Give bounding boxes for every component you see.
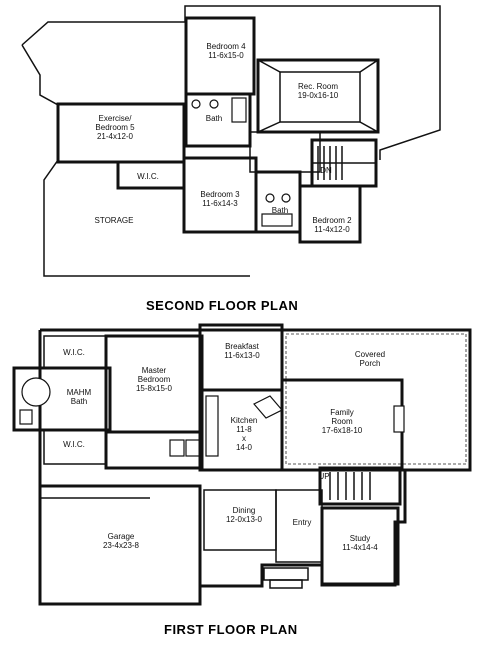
- upper-bath-label: Bath: [205, 114, 223, 123]
- wic-top-label: W.I.C.: [63, 348, 85, 357]
- kitchen-island: [253, 395, 283, 419]
- study-label: Study 11-4x14-4: [342, 534, 378, 552]
- garage-walls: [38, 484, 202, 606]
- storage-label: STORAGE: [94, 216, 134, 225]
- storage-outline: [21, 5, 441, 160]
- garage-label: Garage 23-4x23-8: [102, 532, 140, 550]
- lower-bath-label: Bath: [271, 206, 289, 215]
- bedroom3-label: Bedroom 3 11-6x14-3: [200, 190, 240, 208]
- bedroom2-walls: [298, 184, 362, 244]
- kitchen-label: Kitchen 11-8 x 14-0: [230, 416, 258, 452]
- upper-hall: [249, 131, 321, 173]
- up-label: UP: [318, 472, 330, 481]
- covered-porch-outline: [285, 333, 467, 465]
- breakfast-label: Breakfast 11-6x13-0: [224, 342, 260, 360]
- laundry-walls: [104, 430, 204, 470]
- first-floor-plan: [12, 323, 472, 606]
- fireplace: [393, 405, 405, 433]
- upper-wic-label: W.I.C.: [137, 172, 159, 181]
- breakfast-walls: [198, 328, 284, 392]
- rec-room-label: Rec. Room 19-0x16-10: [297, 82, 339, 100]
- exercise-label: Exercise/ Bedroom 5 21-4x12-0: [95, 114, 135, 141]
- second-floor-plan: [21, 5, 441, 277]
- family-room-label: Family Room 17-6x18-10: [321, 408, 363, 435]
- bedroom4-label: Bedroom 4 11-6x15-0: [206, 42, 246, 60]
- upper-bath-walls: [184, 92, 252, 148]
- tub: [21, 377, 51, 407]
- master-bath-label: MAHM Bath: [66, 388, 92, 406]
- first-floor-title: FIRST FLOOR PLAN: [164, 622, 298, 637]
- covered-porch-label: Covered Porch: [354, 350, 386, 368]
- dining-label: Dining 12-0x13-0: [225, 506, 263, 524]
- second-floor-stairs: [310, 138, 378, 188]
- second-floor-title: SECOND FLOOR PLAN: [146, 298, 299, 313]
- study-walls: [320, 506, 400, 586]
- wic-bottom-label: W.I.C.: [63, 440, 85, 449]
- dn-label: DN: [320, 166, 332, 175]
- entry-label: Entry: [292, 518, 312, 527]
- first-floor-stairs: [318, 466, 402, 506]
- master-bedroom-label: Master Bedroom 15-8x15-0: [135, 366, 173, 393]
- rec-room-inner: [279, 71, 361, 123]
- bedroom2-label: Bedroom 2 11-4x12-0: [312, 216, 352, 234]
